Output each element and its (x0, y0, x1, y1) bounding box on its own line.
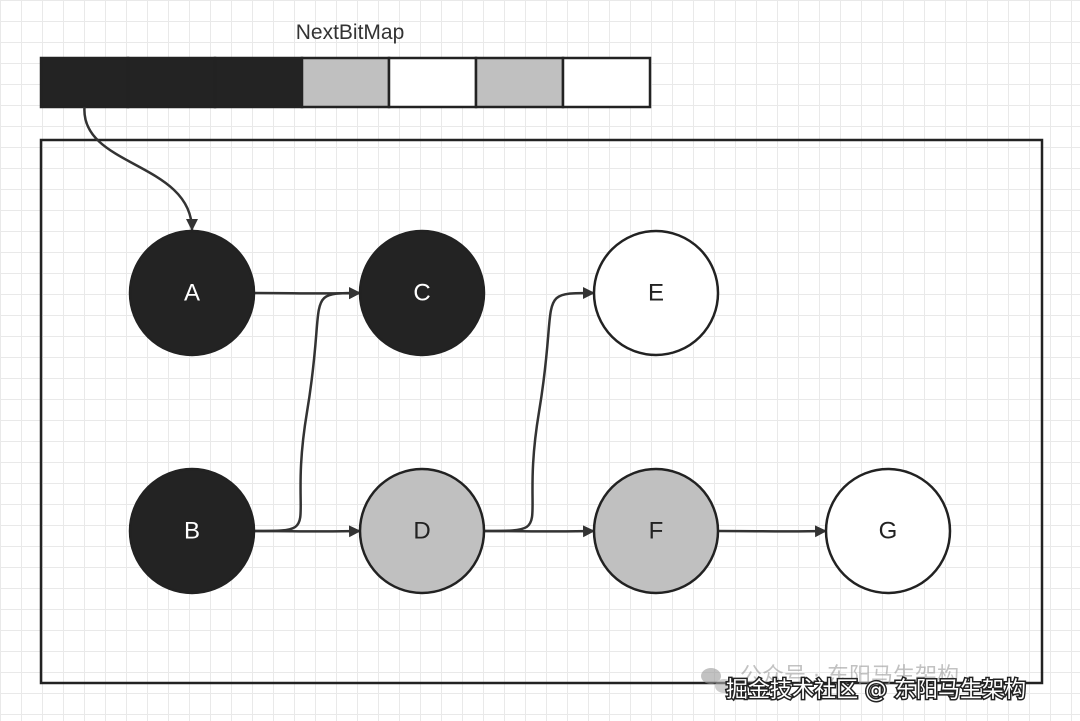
nodes: A C E B D F G (128, 229, 952, 595)
bitmap-cell-1 (39, 56, 130, 109)
pointer-arrow (83, 106, 198, 231)
edge-b-to-c (253, 287, 361, 533)
bitmap-cell-7 (561, 56, 652, 109)
node-a: A (128, 229, 256, 357)
edges (83, 106, 827, 538)
bitmap-cell-2 (126, 56, 217, 109)
node-circle (128, 467, 256, 595)
node-label: B (184, 518, 200, 545)
watermark-line-1: 公众号 · 东阳马生架构 (740, 664, 959, 689)
node-circle (592, 229, 720, 357)
node-c: C (358, 229, 486, 357)
node-label: F (649, 518, 664, 545)
bitmap-cell-5 (387, 56, 478, 109)
node-label: C (413, 280, 430, 307)
wechat-icon (701, 668, 733, 693)
node-circle (592, 467, 720, 595)
node-circle (358, 229, 486, 357)
bitmap-cell-4 (300, 56, 391, 109)
node-b: B (128, 467, 256, 595)
node-label: A (184, 280, 200, 307)
node-g: G (824, 467, 952, 595)
node-circle (128, 229, 256, 357)
node-f: F (592, 467, 720, 595)
bitmap-cell-6 (474, 56, 565, 109)
heap-region (39, 138, 1044, 685)
node-label: D (413, 518, 430, 545)
node-circle (358, 467, 486, 595)
watermark-line-2: 掘金技术社区 @ 东阳马生架构 (726, 678, 1026, 703)
node-circle (824, 467, 952, 595)
node-label: G (879, 518, 898, 545)
watermark: 公众号 · 东阳马生架构 (701, 664, 959, 693)
node-d: D (358, 467, 486, 595)
node-e: E (592, 229, 720, 357)
node-label: E (648, 280, 664, 307)
bitmap-cell-3 (213, 56, 304, 109)
bitmap-title: NextBitMap (296, 21, 405, 44)
bitmap (39, 56, 652, 109)
edge-d-to-e (483, 287, 595, 533)
